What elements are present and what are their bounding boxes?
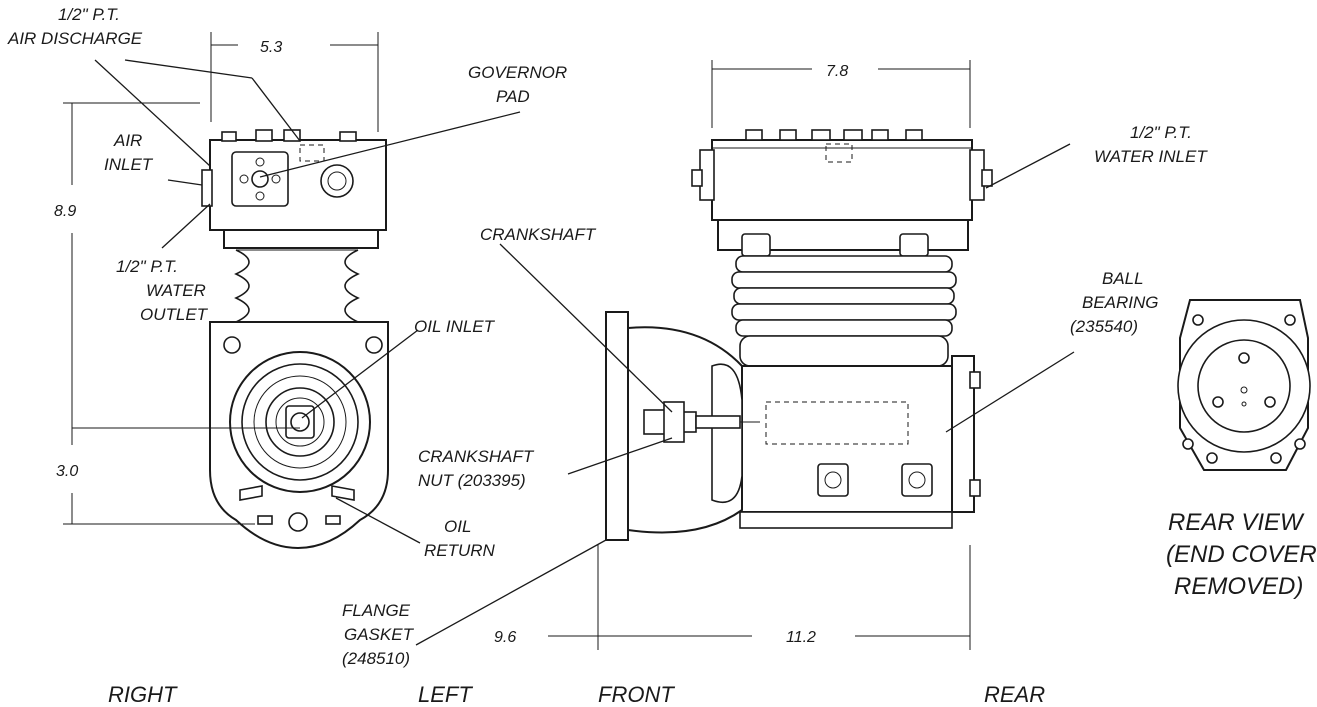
- cylinder-head-left: [711, 139, 973, 221]
- label-water-outlet-3: OUTLET: [140, 305, 209, 324]
- label-water-outlet-1: 1/2" P.T.: [116, 257, 178, 276]
- label-ball-bearing-2: BEARING: [1082, 293, 1159, 312]
- cooling-fins: [234, 249, 360, 323]
- caption-front: FRONT: [598, 682, 675, 707]
- label-rear-view-1: REAR VIEW: [1168, 509, 1305, 536]
- label-air-inlet-1: AIR: [113, 131, 142, 150]
- dim-width-head: 7.8: [826, 63, 848, 80]
- caption-rear: REAR: [984, 682, 1045, 707]
- label-air-discharge-2: AIR DISCHARGE: [7, 29, 143, 48]
- label-flange-gasket-1: FLANGE: [342, 601, 411, 620]
- label-crankshaft: CRANKSHAFT: [480, 225, 597, 244]
- label-oil-return-1: OIL: [444, 517, 471, 536]
- label-oil-return-2: RETURN: [424, 541, 496, 560]
- dim-width-right: 5.3: [260, 39, 282, 56]
- label-ball-bearing-3: (235540): [1070, 317, 1138, 336]
- rear-view-drawing: [1177, 299, 1311, 471]
- label-flange-gasket-3: (248510): [342, 649, 410, 668]
- label-ball-bearing-1: BALL: [1102, 269, 1144, 288]
- label-air-inlet-2: INLET: [104, 155, 154, 174]
- dimension-lines-right: [63, 32, 379, 525]
- right-side-view: [201, 129, 389, 550]
- label-oil-inlet: OIL INLET: [414, 317, 496, 336]
- label-crankshaft-nut-2: NUT (203395): [418, 471, 526, 490]
- dim-length-total: 11.2: [786, 629, 816, 646]
- label-rear-view-3: REMOVED): [1174, 573, 1303, 600]
- dim-height-crank: 3.0: [56, 463, 78, 480]
- crankshaft-nut: [663, 401, 685, 443]
- label-water-inlet-2: WATER INLET: [1094, 147, 1208, 166]
- leader-lines-right: [94, 59, 521, 544]
- label-governor-2: PAD: [496, 87, 530, 106]
- caption-left: LEFT: [418, 682, 473, 707]
- label-air-discharge-1: 1/2" P.T.: [58, 5, 120, 24]
- cooling-fins-left: [731, 255, 957, 367]
- leader-lines-left: [415, 143, 1075, 646]
- label-governor-1: GOVERNOR: [468, 63, 567, 82]
- water-port: [320, 164, 354, 198]
- rear-end-cover: [951, 355, 975, 513]
- dim-height-total: 8.9: [54, 203, 76, 220]
- label-crankshaft-nut-1: CRANKSHAFT: [418, 447, 535, 466]
- label-flange-gasket-2: GASKET: [344, 625, 415, 644]
- left-side-view: [605, 129, 993, 541]
- mounting-flange: [605, 311, 629, 541]
- label-rear-view-2: (END COVER: [1166, 541, 1317, 568]
- label-water-outlet-2: WATER: [146, 281, 206, 300]
- label-water-inlet-1: 1/2" P.T.: [1130, 123, 1192, 142]
- dimension-lines-left: [548, 60, 971, 650]
- caption-right: RIGHT: [108, 682, 178, 707]
- dim-length-front: 9.6: [494, 629, 516, 646]
